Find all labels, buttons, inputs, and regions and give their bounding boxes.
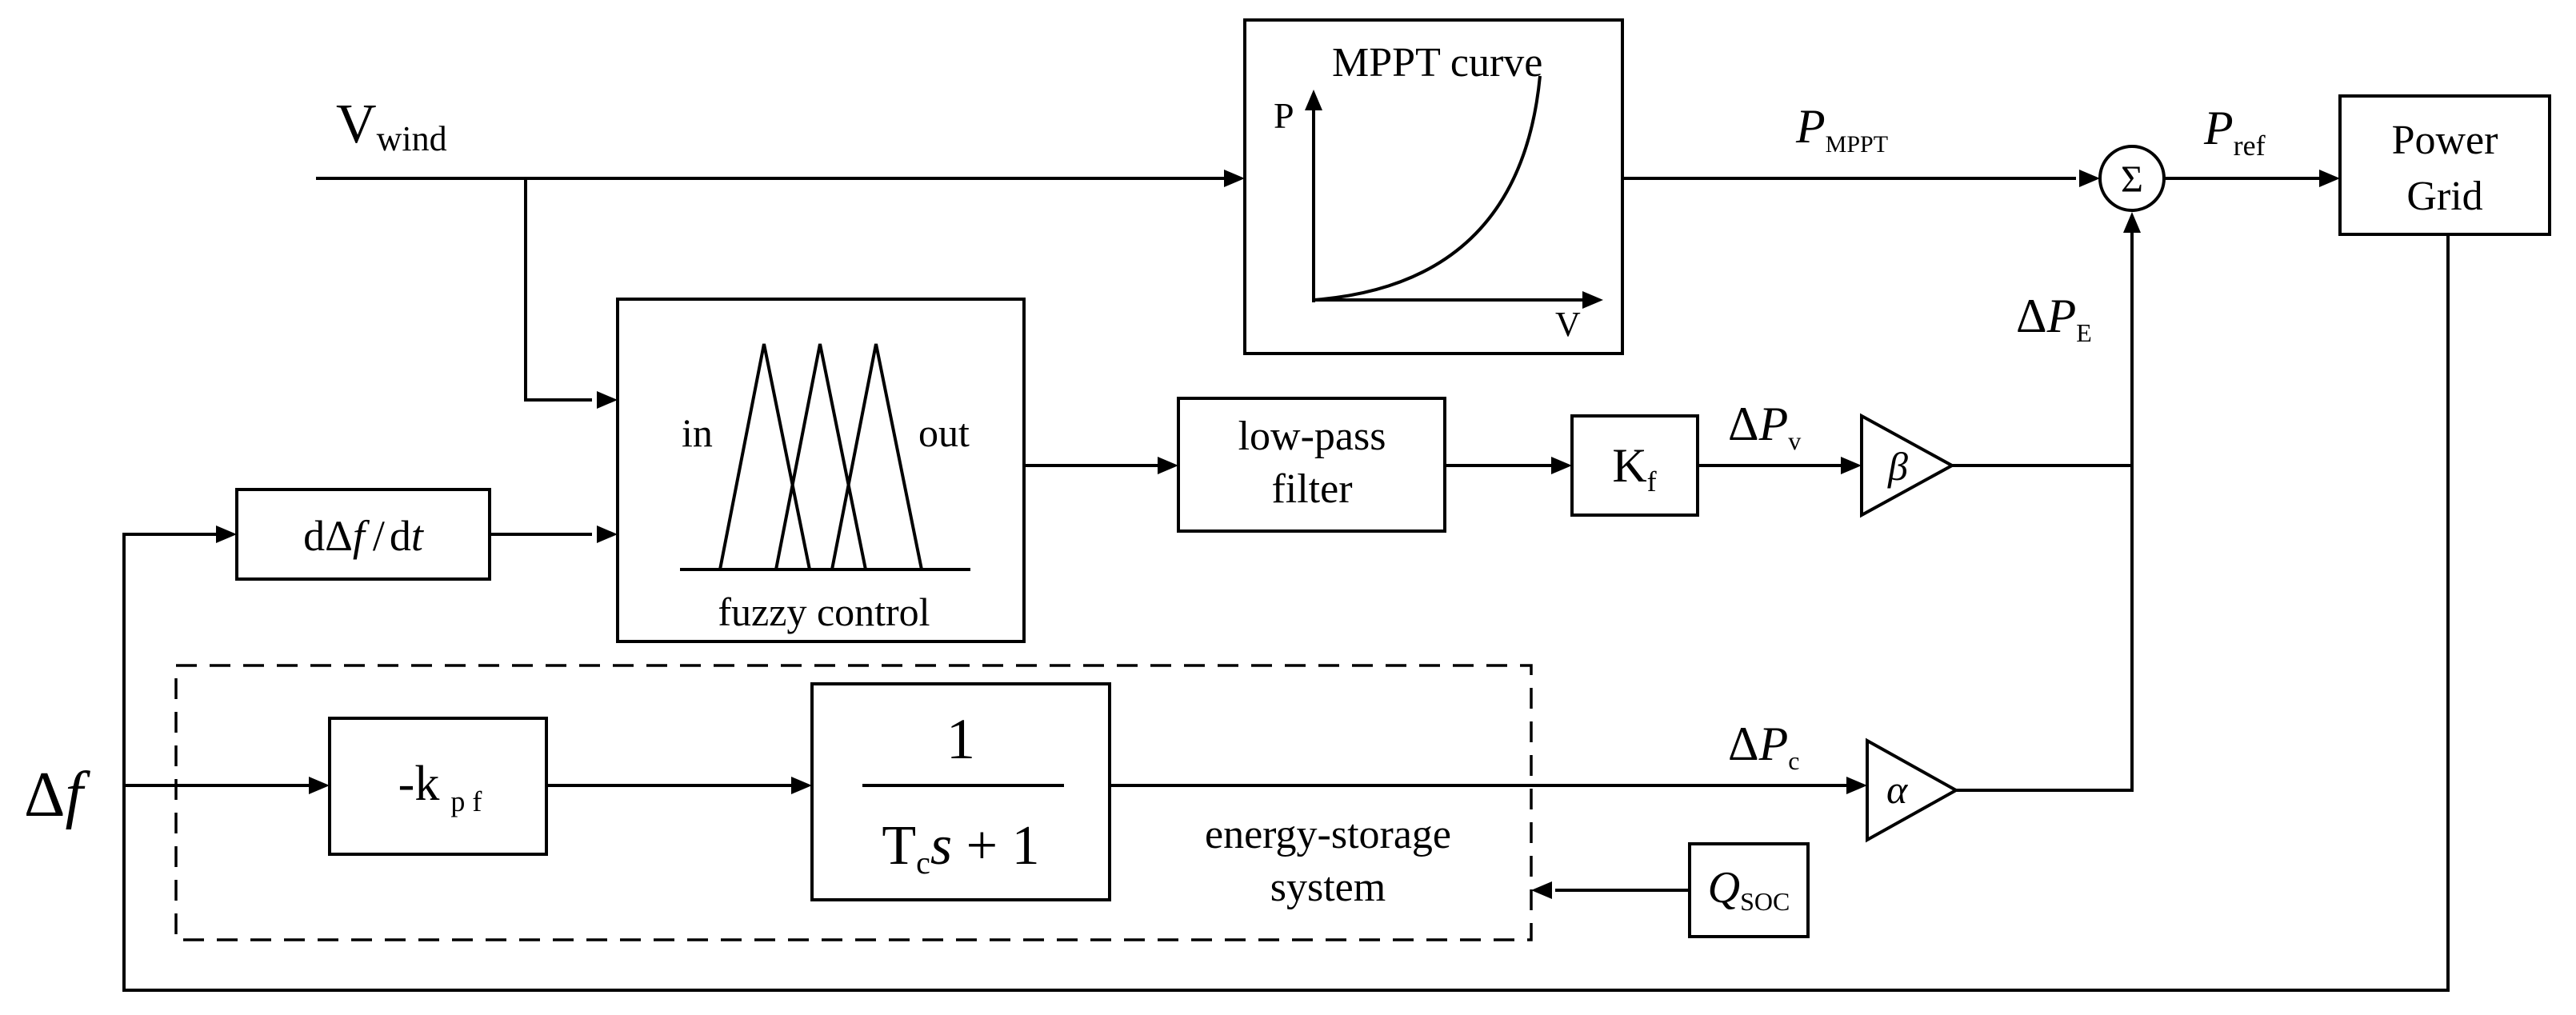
arrow-into-sum-mppt <box>2079 170 2100 187</box>
lowpass-label-line1: low-pass <box>1238 414 1386 459</box>
sum-circle <box>2098 145 2166 212</box>
arrow-into-kf <box>1551 457 1572 474</box>
alpha-gain-block: α <box>1866 737 1960 843</box>
arrow-into-alpha <box>1846 777 1867 794</box>
fuzzy-box <box>616 298 1026 643</box>
qsoc-box <box>1688 842 1810 938</box>
mppt-title: MPPT curve <box>1332 40 1542 86</box>
summing-junction: Σ <box>2098 145 2166 212</box>
label-p-mppt: PMPPT <box>1795 100 1888 158</box>
arrow-into-fuzzy-vwind <box>597 391 618 409</box>
beta-symbol: β <box>1887 444 1908 489</box>
ess-label-line1: energy-storage <box>1205 812 1451 857</box>
label-delta-pe: ΔPE <box>2016 290 2092 347</box>
power-grid-block: Power Grid <box>2338 94 2551 236</box>
kf-box <box>1570 414 1699 517</box>
label-v-wind: Vwind <box>336 94 447 158</box>
mppt-power-curve <box>1313 75 1542 302</box>
alpha-triangle <box>1866 737 1960 843</box>
fuzzy-membership-3 <box>830 343 923 570</box>
grid-label-line1: Power <box>2392 118 2498 163</box>
arrow-into-sum-bottom <box>2123 212 2141 233</box>
qsoc-block: QSOC <box>1688 842 1810 938</box>
fuzzy-caption: fuzzy control <box>718 589 930 634</box>
arrowheads <box>216 170 2340 899</box>
arrow-into-mppt <box>1224 170 1245 187</box>
signal-labels: Vwind PMPPT Pref ΔPE ΔPv ΔPc Δf <box>24 94 2266 830</box>
arrow-into-beta <box>1841 457 1862 474</box>
mppt-y-axis-label: P <box>1274 95 1294 136</box>
fuzzy-membership-1 <box>718 343 811 570</box>
label-delta-f: Δf <box>24 760 90 830</box>
mppt-y-axis-arrow <box>1305 90 1322 110</box>
grid-box <box>2338 94 2551 236</box>
kf-label: Kf <box>1612 439 1656 498</box>
arrow-into-lowpass <box>1158 457 1178 474</box>
ess-label-line2: system <box>1270 865 1386 910</box>
derivative-label: dΔf/dt <box>303 512 425 560</box>
wire-grid-feedback <box>122 234 2450 992</box>
wire-vwind-to-fuzzy <box>524 178 592 402</box>
grid-label-line2: Grid <box>2406 174 2482 219</box>
kpf-box <box>328 717 548 856</box>
arrow-into-grid <box>2319 170 2340 187</box>
beta-gain-block: β <box>1860 413 1956 518</box>
transfer-box <box>810 682 1111 901</box>
label-delta-pc: ΔPc <box>1728 717 1799 775</box>
arrow-into-ess <box>1531 881 1552 899</box>
fuzzy-in-label: in <box>682 410 713 455</box>
alpha-symbol: α <box>1886 767 1909 812</box>
mppt-x-axis-arrow <box>1582 291 1603 309</box>
beta-triangle <box>1860 413 1956 518</box>
arrow-into-fuzzy-derivative <box>597 525 618 543</box>
sum-symbol: Σ <box>2121 158 2143 201</box>
arrow-into-derivative <box>216 525 237 543</box>
mppt-box <box>1243 18 1624 355</box>
energy-storage-system: energy-storage system <box>174 664 1533 941</box>
wire-alpha-to-sum <box>1956 224 2134 792</box>
connection-lines <box>122 177 2450 992</box>
mppt-x-axis-label: V <box>1555 305 1581 344</box>
ess-dashed-boundary <box>174 664 1533 941</box>
lowpass-box <box>1177 397 1446 533</box>
fuzzy-membership-2 <box>774 343 867 570</box>
lowpass-label-line2: filter <box>1271 466 1352 512</box>
fuzzy-out-label: out <box>918 410 970 455</box>
arrow-into-transfer <box>791 777 812 794</box>
transfer-numerator: 1 <box>946 707 975 771</box>
transfer-function-block: 1 Tcs + 1 <box>810 682 1111 901</box>
qsoc-label: QSOC <box>1708 863 1790 916</box>
low-pass-filter-block: low-pass filter <box>1177 397 1446 533</box>
mppt-curve-block: MPPT curve P V <box>1243 18 1624 355</box>
fuzzy-control-block: in out fuzzy control <box>616 298 1026 643</box>
derivative-box <box>235 488 491 581</box>
transfer-denominator: Tcs + 1 <box>882 815 1039 881</box>
arrow-into-kpf <box>309 777 330 794</box>
label-p-ref: Pref <box>2203 102 2266 162</box>
kf-gain-block: Kf <box>1570 414 1699 517</box>
derivative-block: dΔf/dt <box>235 488 491 581</box>
label-delta-pv: ΔPv <box>1728 398 1801 455</box>
